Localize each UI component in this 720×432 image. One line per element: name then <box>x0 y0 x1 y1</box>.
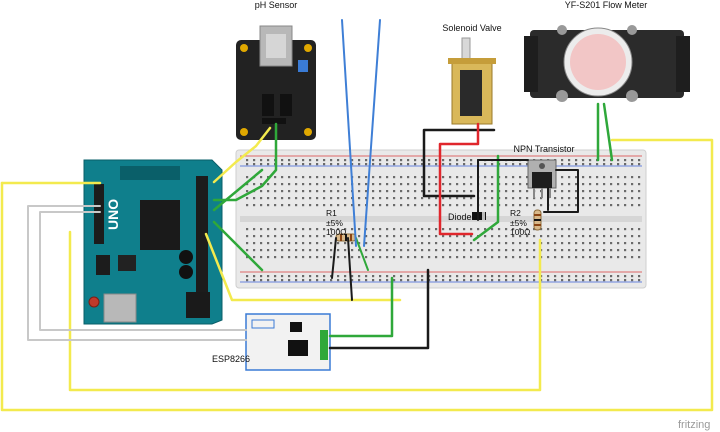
npn-transistor <box>527 159 557 198</box>
flow-meter-label: YF-S201 Flow Meter <box>565 0 648 10</box>
r1-value: 100Ω <box>326 227 347 237</box>
solenoid-valve <box>448 37 496 125</box>
capacitor-1 <box>179 250 193 264</box>
flow-meter <box>524 25 690 102</box>
esp8266-module <box>245 313 331 371</box>
r2-value: 100Ω <box>510 227 531 237</box>
atmega-chip <box>140 200 180 250</box>
r2-tolerance: ±5% <box>510 218 527 228</box>
power-header <box>94 184 104 244</box>
esp8266-label: ESP8266 <box>212 354 250 364</box>
wires <box>0 19 714 412</box>
usb-port <box>103 293 137 323</box>
resistor-r1 <box>335 233 357 242</box>
diode-label: Diode <box>448 212 472 222</box>
r1-tolerance: ±5% <box>326 218 343 228</box>
chip <box>118 255 136 271</box>
header-top <box>120 166 180 180</box>
capacitor-2 <box>179 265 193 279</box>
ph-sensor-label: pH Sensor <box>255 0 298 10</box>
power-jack <box>186 292 210 318</box>
npn-transistor-label: NPN Transistor <box>513 144 574 154</box>
r2-name: R2 <box>510 208 521 218</box>
fritzing-watermark: fritzing <box>678 419 710 431</box>
arduino-uno: UNO <box>83 159 223 325</box>
solenoid-valve-label: Solenoid Valve <box>442 23 501 33</box>
r1-name: R1 <box>326 208 337 218</box>
potentiometer <box>298 60 308 72</box>
ph-sensor-board <box>236 25 316 140</box>
digital-header <box>196 176 208 306</box>
uno-logo: UNO <box>105 199 121 230</box>
resistor-r2 <box>533 209 542 231</box>
breadboard-holes <box>246 159 641 282</box>
reset-button <box>88 296 100 308</box>
